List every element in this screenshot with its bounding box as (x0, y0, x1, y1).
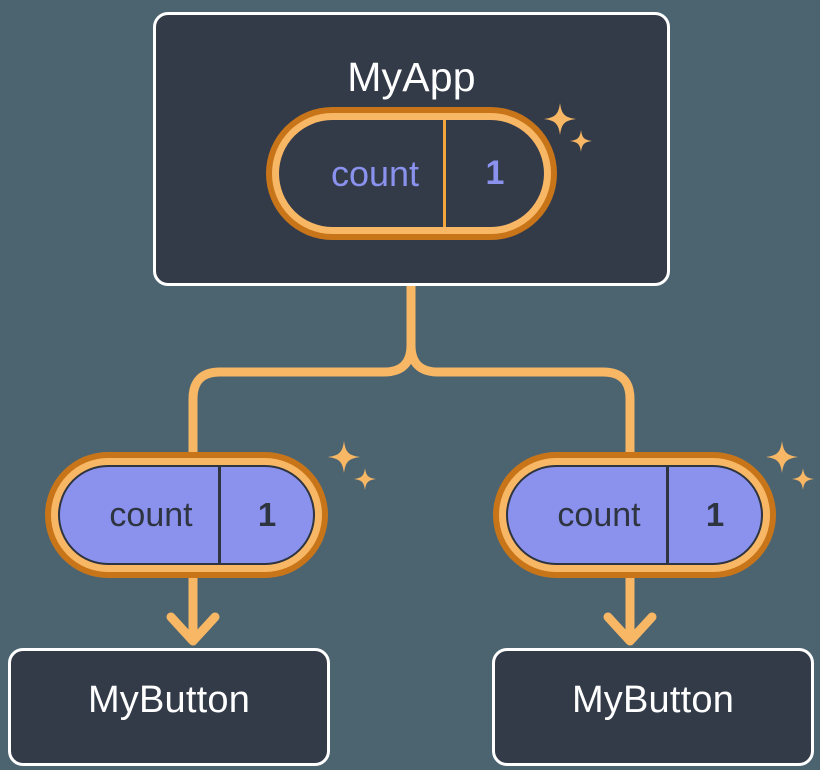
state-key-label: count (330, 152, 420, 194)
state-value-label: 1 (218, 467, 313, 563)
branch-from-root (188, 281, 416, 463)
state-pill-root[interactable]: count 1 (266, 107, 557, 240)
state-pill-ring: count 1 (51, 458, 322, 572)
state-pill-child-left[interactable]: count 1 (45, 452, 328, 578)
state-pill-body: count 1 (58, 465, 315, 565)
state-value-label: 1 (443, 120, 544, 227)
state-key-label: count (557, 495, 641, 534)
state-key-label: count (109, 495, 193, 534)
state-pill-child-right[interactable]: count 1 (493, 452, 776, 578)
state-pill-body: count 1 (506, 465, 763, 565)
sparkle-icon (354, 468, 376, 490)
child-component-card-right[interactable]: MyButton (492, 648, 814, 766)
sparkle-icon (766, 441, 798, 473)
arrow-left-to-mybutton (166, 571, 220, 646)
sparkle-icon (328, 441, 360, 473)
sparkle-icon (792, 468, 814, 490)
branch-from-root-right (406, 340, 635, 463)
child-component-card-left[interactable]: MyButton (8, 648, 330, 766)
state-pill-ring: count 1 (272, 113, 551, 234)
sparkle-group-left (320, 438, 382, 505)
child-component-title: MyButton (571, 679, 735, 721)
state-pill-ring: count 1 (499, 458, 770, 572)
page-title: MyApp (347, 54, 476, 100)
state-value-label: 1 (666, 467, 761, 563)
child-component-title: MyButton (87, 679, 251, 721)
state-pill-body: count 1 (279, 120, 544, 227)
arrow-right-to-mybutton (603, 571, 657, 646)
